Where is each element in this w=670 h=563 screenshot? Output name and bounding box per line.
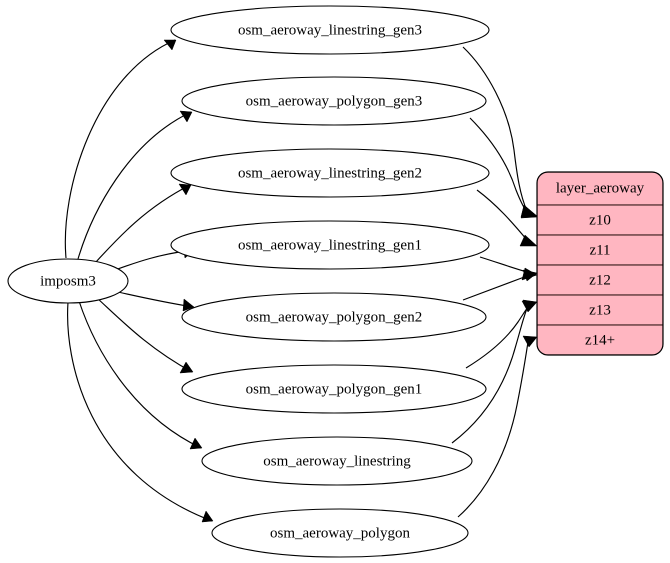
edge-linestring-gen3-to-z10 (462, 46, 538, 218)
node-imposm3-label: imposm3 (40, 273, 96, 289)
node-layer-aeroway-table[interactable]: layer_aeroway z10 z11 z12 z13 z14+ (536, 171, 664, 356)
node-osm-aeroway-linestring-gen3-label: osm_aeroway_linestring_gen3 (238, 22, 422, 38)
node-osm-aeroway-polygon-gen1[interactable]: osm_aeroway_polygon_gen1 (181, 364, 487, 414)
edge-polygon-gen3-to-z10 (469, 117, 538, 219)
node-osm-aeroway-polygon-gen2-label: osm_aeroway_polygon_gen2 (246, 309, 423, 325)
table-header-label: layer_aeroway (556, 180, 645, 196)
node-osm-aeroway-linestring[interactable]: osm_aeroway_linestring (201, 436, 473, 486)
edge-imposm3-to-linestring-gen3 (64, 39, 177, 259)
table-row-z11-label: z11 (589, 242, 610, 258)
table-row-z14plus-label: z14+ (585, 332, 615, 348)
node-osm-aeroway-polygon-gen3[interactable]: osm_aeroway_polygon_gen3 (181, 76, 487, 126)
node-imposm3[interactable]: imposm3 (7, 258, 129, 304)
edge-imposm3-to-polygon-gen2 (117, 291, 195, 312)
table-row-z13-label: z13 (589, 302, 611, 318)
table-outline (536, 171, 664, 356)
node-osm-aeroway-linestring-gen3[interactable]: osm_aeroway_linestring_gen3 (170, 5, 490, 55)
edge-imposm3-to-linestring-gen2 (94, 183, 192, 264)
node-osm-aeroway-polygon[interactable]: osm_aeroway_polygon (211, 508, 469, 558)
node-osm-aeroway-linestring-gen1[interactable]: osm_aeroway_linestring_gen1 (170, 220, 490, 270)
node-osm-aeroway-linestring-gen2[interactable]: osm_aeroway_linestring_gen2 (170, 148, 490, 198)
edge-imposm3-to-polygon-gen1 (96, 297, 194, 374)
table-row-z11[interactable] (537, 234, 663, 266)
node-osm-aeroway-polygon-gen3-label: osm_aeroway_polygon_gen3 (246, 93, 423, 109)
node-osm-aeroway-linestring-gen2-label: osm_aeroway_linestring_gen2 (238, 165, 422, 181)
edge-linestring-gen2-to-z11 (476, 189, 538, 247)
node-osm-aeroway-linestring-gen1-label: osm_aeroway_linestring_gen1 (238, 237, 422, 253)
table-row-z13[interactable] (537, 294, 663, 326)
edge-imposm3-to-polygon (67, 301, 214, 523)
table-row-z10[interactable] (537, 204, 663, 236)
node-osm-aeroway-polygon-gen2[interactable]: osm_aeroway_polygon_gen2 (181, 292, 487, 342)
table-row-z10-label: z10 (589, 212, 611, 228)
edge-polygon-to-z14plus (457, 335, 538, 518)
node-osm-aeroway-polygon-gen1-label: osm_aeroway_polygon_gen1 (246, 381, 423, 397)
node-osm-aeroway-linestring-label: osm_aeroway_linestring (263, 453, 411, 469)
node-osm-aeroway-polygon-label: osm_aeroway_polygon (270, 525, 410, 541)
edge-polygon-gen2-to-z12 (462, 269, 538, 301)
table-row-z14plus[interactable] (537, 324, 663, 355)
edge-linestring-to-z13 (451, 299, 538, 444)
edge-group-tables-to-layer (451, 46, 538, 518)
edge-imposm3-to-linestring (78, 300, 203, 450)
table-row-z12-label: z12 (589, 272, 611, 288)
edge-imposm3-to-polygon-gen3 (77, 110, 193, 260)
